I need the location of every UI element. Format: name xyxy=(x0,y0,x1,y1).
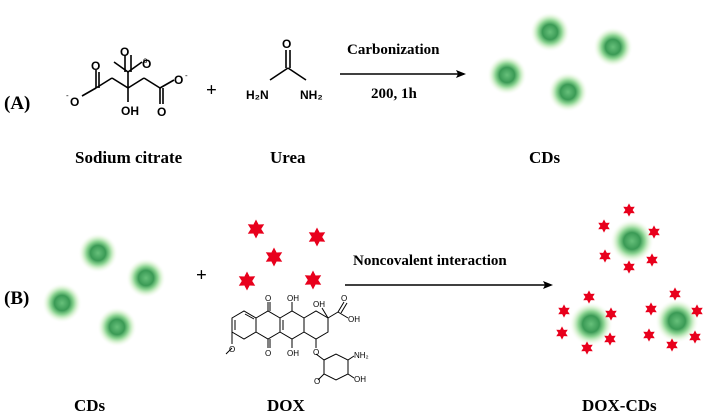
dox-star xyxy=(558,304,570,318)
cd-dot xyxy=(593,27,633,67)
urea-left-amine: H₂N xyxy=(246,88,269,102)
arrow-a xyxy=(340,70,466,78)
citrate-o-right-2: O xyxy=(174,73,183,87)
dox-o-5: O xyxy=(313,348,319,357)
citrate-o-left-charge: - xyxy=(66,91,69,100)
urea-structure: O H₂N NH₂ xyxy=(246,37,323,102)
dox-oh-5: OH xyxy=(354,375,366,384)
dox-nh2: NH₂ xyxy=(354,351,369,360)
cd-dot xyxy=(97,307,137,347)
cd-dot xyxy=(548,72,588,112)
dox-star xyxy=(304,270,322,290)
dox-star xyxy=(669,287,681,301)
sodium-citrate-label: Sodium citrate xyxy=(75,148,183,167)
citrate-o-top-charge: o xyxy=(143,56,148,65)
dox-cds-label: DOX-CDs xyxy=(582,396,657,415)
cd-dot xyxy=(610,219,654,263)
dox-star xyxy=(556,326,568,340)
dox-star xyxy=(643,328,655,342)
arrow-b-top-label: Noncovalent interaction xyxy=(353,253,507,269)
arrow-b xyxy=(345,281,553,289)
citrate-o-right-charge: - xyxy=(185,71,188,80)
dox-oh-4: OH xyxy=(313,300,325,309)
dox-oh-1: OH xyxy=(287,294,299,303)
sodium-citrate-structure: O o O O O - O O - OH xyxy=(66,45,188,119)
dox-cd-complex xyxy=(643,287,703,352)
panel-b-label: (B) xyxy=(4,288,29,309)
cd-dot xyxy=(78,233,118,273)
cd-dot xyxy=(126,258,166,298)
citrate-oh: OH xyxy=(121,104,139,118)
panel-a-label: (A) xyxy=(4,93,30,114)
citrate-o-left: O xyxy=(91,59,100,73)
dox-star xyxy=(599,249,611,263)
dox-cd-complex xyxy=(598,203,660,274)
urea-right-amine: NH₂ xyxy=(300,88,323,102)
dox-star xyxy=(598,219,610,233)
dox-star xyxy=(583,290,595,304)
panel-a-plus: + xyxy=(206,80,217,101)
dox-o-6: O xyxy=(314,377,320,386)
citrate-o-left-2: O xyxy=(70,95,79,109)
dox-star xyxy=(623,203,635,217)
dox-cd-complex xyxy=(556,290,617,355)
citrate-o-top: O xyxy=(120,45,129,59)
dox-oh-2: OH xyxy=(287,349,299,358)
arrow-a-bottom-label: 200, 1h xyxy=(371,86,418,102)
panel-b-plus: + xyxy=(196,265,207,286)
doxorubicin-structure: O O OH OH O O OH OH O O NH₂ OH xyxy=(225,294,369,386)
citrate-o-right: O xyxy=(157,105,166,119)
dox-o-1: O xyxy=(265,294,271,303)
dox-o-3: O xyxy=(229,345,235,354)
dox-star xyxy=(645,302,657,316)
dox-star xyxy=(238,271,256,291)
dox-o-4: O xyxy=(341,294,347,303)
cd-dot xyxy=(487,55,527,95)
citrate-o-top-2: O xyxy=(142,57,151,71)
dox-label: DOX xyxy=(267,396,306,415)
urea-label: Urea xyxy=(270,148,306,167)
urea-o: O xyxy=(282,37,291,51)
dox-star xyxy=(247,219,265,239)
cd-dot xyxy=(530,12,570,52)
cd-dot xyxy=(42,283,82,323)
dox-star xyxy=(308,227,326,247)
arrow-a-top-label: Carbonization xyxy=(347,42,440,58)
dox-oh-3: OH xyxy=(348,315,360,324)
dox-star xyxy=(265,247,283,267)
dox-o-2: O xyxy=(265,349,271,358)
cds-reactant-label: CDs xyxy=(74,396,106,415)
cds-product-label: CDs xyxy=(529,148,561,167)
